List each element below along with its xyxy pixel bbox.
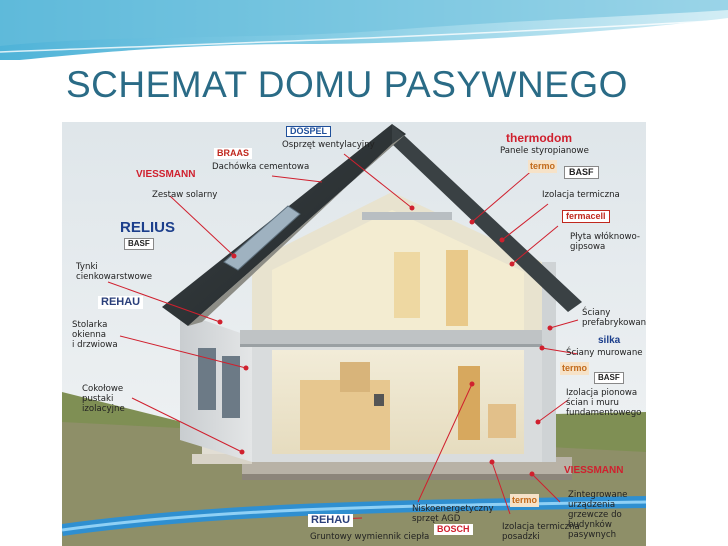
- viessmann-logo: VIESSMANN: [136, 169, 196, 180]
- entrance-step: [192, 454, 252, 464]
- basf-logo: BASF: [124, 238, 154, 250]
- attic-door: [394, 252, 420, 318]
- label-osprzet: Osprzęt wentylacyjny: [282, 140, 375, 150]
- cabinet: [488, 404, 516, 438]
- prefab-wall: [542, 262, 556, 462]
- termo-logo: termo: [528, 160, 558, 173]
- ground-heat-pipe-highlight: [62, 500, 646, 532]
- window: [198, 348, 216, 410]
- window: [222, 356, 240, 418]
- floor-slab: [240, 330, 556, 346]
- label-gruntowy: Gruntowy wymiennik ciepła: [310, 532, 430, 542]
- label-zestaw: Zestaw solarny: [152, 190, 218, 200]
- roof-right: [392, 124, 582, 312]
- label-izolacja-posadzki: Izolacja termiczna posadzki: [502, 522, 580, 542]
- viessmann-logo: VIESSMANN: [564, 465, 624, 476]
- label-panele: Panele styropianowe: [500, 146, 589, 156]
- label-sciany-mur: Ściany murowane: [566, 348, 643, 358]
- dospel-logo: DOSPEL: [286, 126, 332, 137]
- thermodom-logo: thermodom: [506, 131, 572, 145]
- label-dachowka: Dachówka cementowa: [212, 162, 310, 172]
- label-sciany-pref: Ściany prefabrykowane: [582, 308, 646, 328]
- label-cokolowe: Cokołowe pustaki izolacyjne: [82, 384, 125, 414]
- relius-logo: RELIUS: [120, 219, 176, 236]
- kitchen-cabinet-upper: [340, 362, 370, 392]
- label-izolacja-termiczna: Izolacja termiczna: [542, 190, 620, 200]
- oven: [374, 394, 384, 406]
- termo-logo: termo: [560, 362, 590, 375]
- fermacell-logo: fermacell: [562, 210, 610, 223]
- roof-insulation: [188, 134, 406, 326]
- bosch-logo: BOSCH: [434, 524, 473, 535]
- basf-logo: BASF: [594, 372, 624, 384]
- attic-wardrobe: [446, 250, 468, 326]
- floor-slab-edge: [240, 344, 556, 347]
- interior-door: [458, 366, 480, 440]
- basf-logo: BASF: [564, 166, 599, 179]
- termo-logo: termo: [510, 494, 540, 507]
- rehau-logo: REHAU: [98, 296, 144, 309]
- house-diagram: DOSPEL thermodom BRAAS VIESSMANN termo B…: [62, 122, 646, 546]
- label-niskoenerg: Niskoenergetyczny sprzęt AGD: [412, 504, 494, 524]
- ventilation-duct: [362, 212, 452, 220]
- house-illustration: [62, 122, 646, 546]
- label-stolarka: Stolarka okienna i drzwiowa: [72, 320, 118, 350]
- solar-panel: [223, 205, 301, 271]
- label-zintegrowane: Zintegrowane urządzenia grzewcze do budy…: [568, 490, 628, 540]
- page-title: SCHEMAT DOMU PASYWNEGO: [66, 64, 628, 105]
- label-izolacja-pionowa: Izolacja pionowa ścian i muru fundamento…: [566, 388, 642, 418]
- leader-dots: [217, 205, 553, 477]
- rehau-logo: REHAU: [308, 514, 354, 527]
- label-tynki: Tynki cienkowarstwowe: [76, 262, 153, 282]
- banner-wave: [0, 0, 728, 60]
- foundation-footing: [242, 474, 572, 480]
- foundation: [242, 457, 572, 479]
- silka-logo: silka: [598, 335, 621, 346]
- label-plyta: Płyta włóknowo- gipsowa: [570, 232, 641, 252]
- braas-logo: BRAAS: [214, 148, 253, 159]
